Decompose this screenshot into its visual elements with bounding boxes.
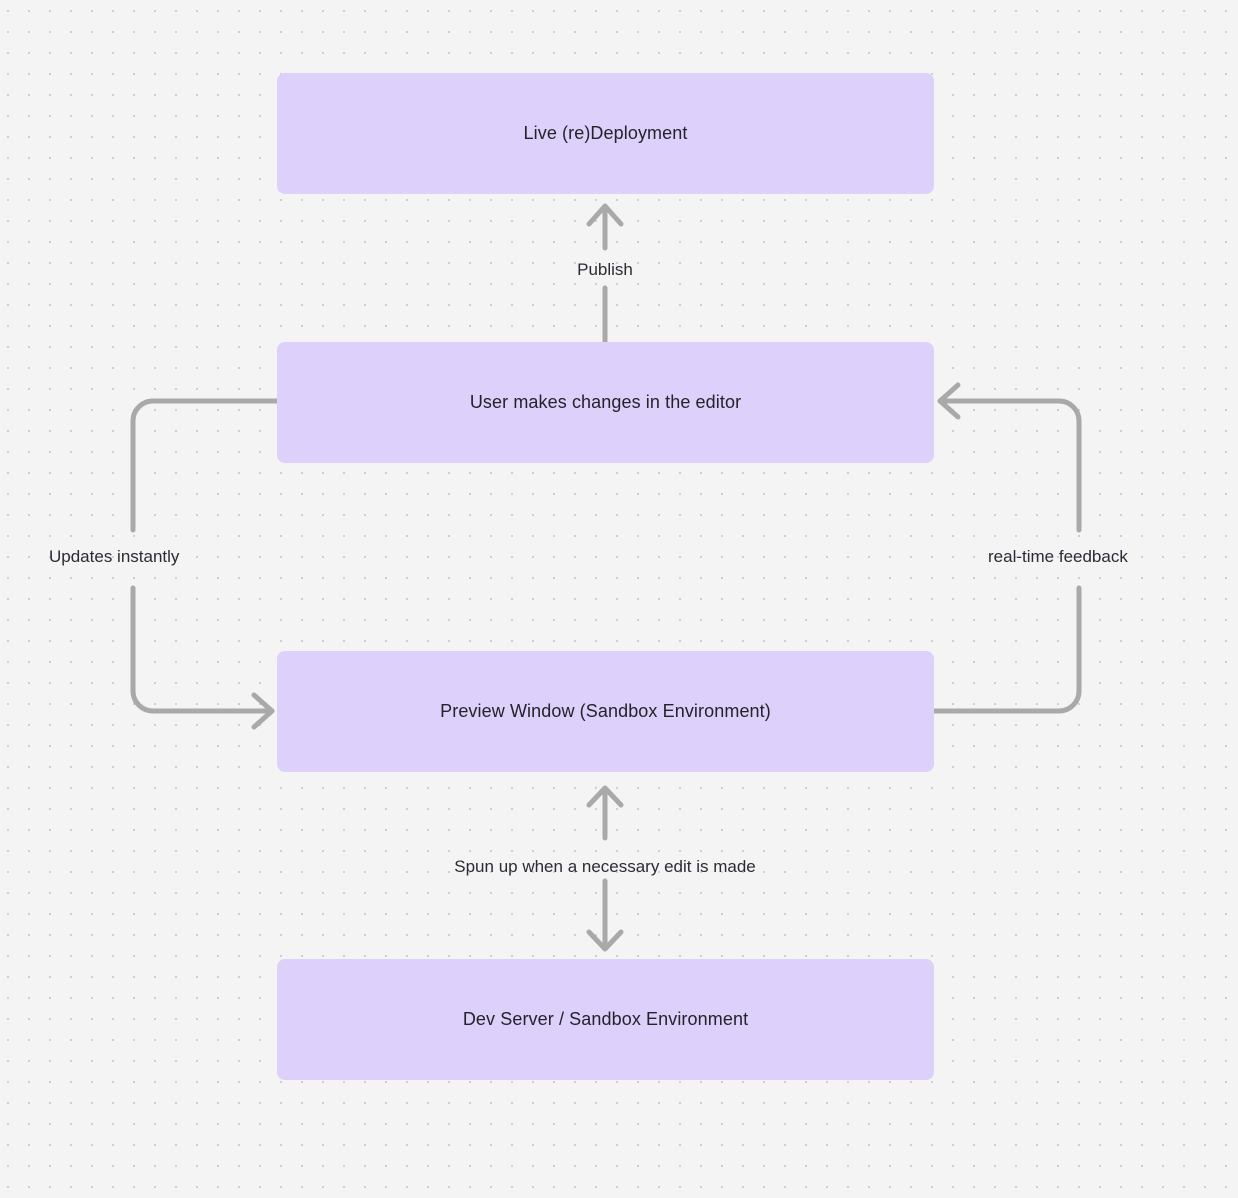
- edge-label-real-time-feedback: real-time feedback: [988, 547, 1128, 566]
- edge-label-publish: Publish: [577, 260, 633, 279]
- node-preview-window-label: Preview Window (Sandbox Environment): [440, 700, 771, 721]
- edge-label-spun-up: Spun up when a necessary edit is made: [454, 857, 756, 876]
- edge-label-updates-instantly: Updates instantly: [49, 547, 180, 566]
- node-dev-server[interactable]: Dev Server / Sandbox Environment: [277, 959, 934, 1080]
- node-user-makes-changes[interactable]: User makes changes in the editor: [277, 342, 934, 463]
- node-preview-window[interactable]: Preview Window (Sandbox Environment): [277, 651, 934, 772]
- node-live-redeployment[interactable]: Live (re)Deployment: [277, 73, 934, 194]
- node-user-makes-changes-label: User makes changes in the editor: [469, 391, 742, 412]
- node-dev-server-label: Dev Server / Sandbox Environment: [462, 1008, 749, 1029]
- node-live-redeployment-label: Live (re)Deployment: [523, 122, 688, 143]
